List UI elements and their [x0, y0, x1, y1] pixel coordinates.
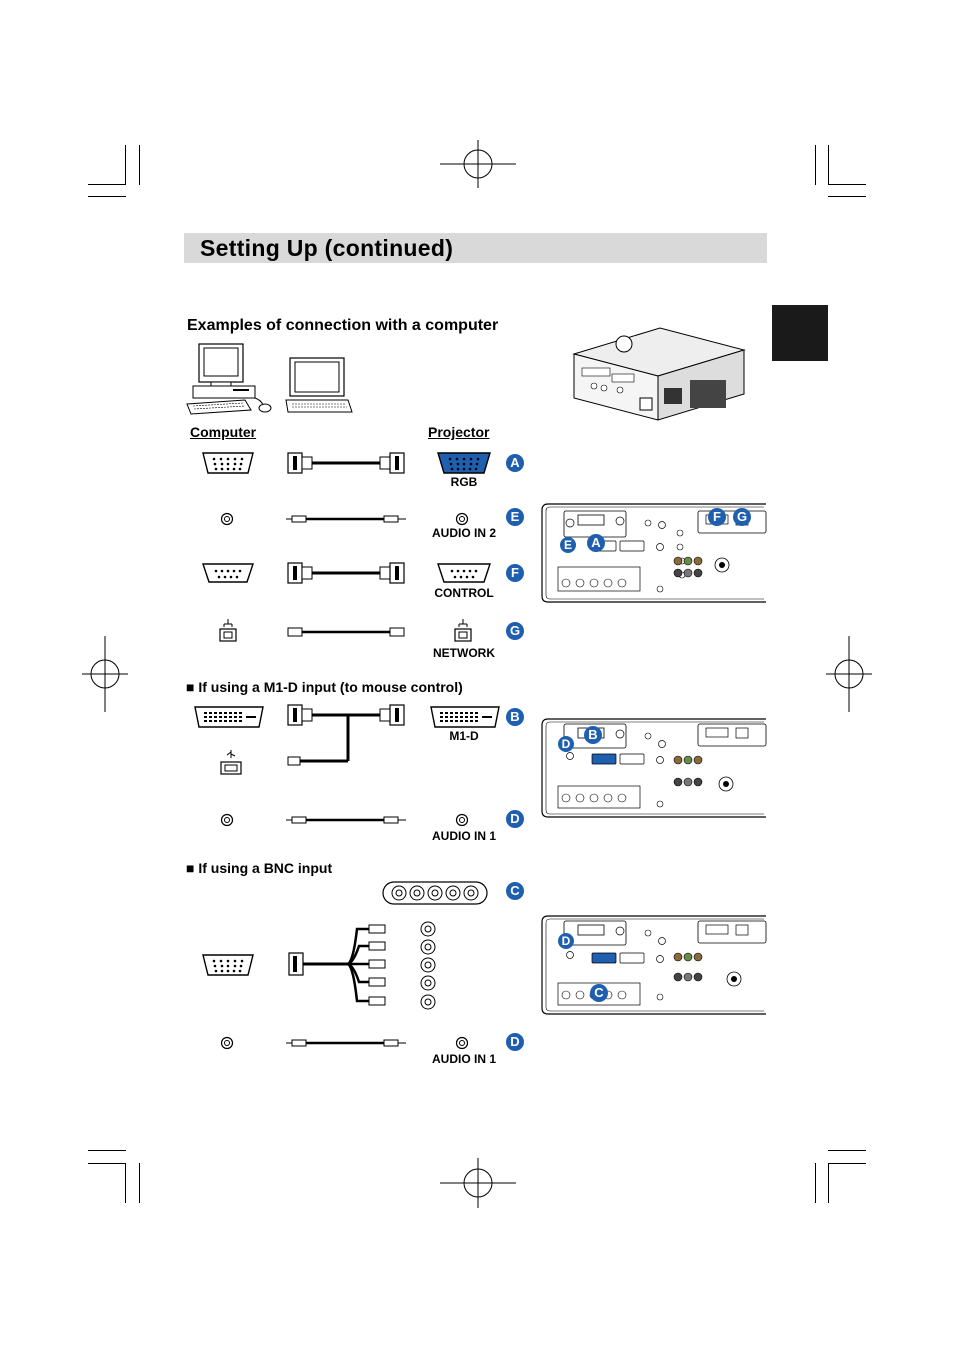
control-cable	[287, 562, 405, 584]
panel1-badge-g: G	[733, 508, 751, 526]
panel3-badge-c: C	[590, 984, 608, 1002]
panel2-badge-d: D	[558, 736, 574, 752]
computer-column-heading: Computer	[190, 424, 257, 440]
subsection-bnc-heading: ■ If using a BNC input	[186, 858, 332, 878]
subsection-m1d-heading: ■ If using a M1-D input (to mouse contro…	[186, 677, 463, 697]
rgb-cable	[287, 452, 405, 474]
audio-in-2-label: AUDIO IN 2	[431, 526, 496, 540]
computer-usb-port-icon	[220, 750, 242, 775]
audio-cable-1b	[286, 1039, 406, 1047]
bullet-square-icon: ■	[186, 679, 195, 695]
computer-network-port-icon	[219, 619, 237, 642]
audio-in-1-label-b: AUDIO IN 1	[431, 1052, 496, 1066]
badge-f: F	[506, 564, 524, 582]
computer-rgb-port-icon-2	[202, 954, 254, 976]
computer-rgb-port-icon	[202, 452, 254, 474]
projector-network-port-icon	[454, 619, 472, 642]
bullet-square-icon-2: ■	[186, 860, 195, 876]
registration-mark-left	[82, 636, 128, 712]
m1d-port-label: M1-D	[449, 729, 479, 743]
page-title: Setting Up (continued)	[200, 235, 454, 261]
projector-audio-jack-icon	[455, 512, 469, 526]
m1d-cable	[287, 704, 405, 766]
projector-control-port-icon	[437, 563, 491, 583]
projector-audio-jack-icon-2	[455, 813, 469, 827]
audio-in-1-label-a: AUDIO IN 1	[431, 829, 496, 843]
computer-dvi-port-icon	[194, 706, 264, 728]
badge-g: G	[506, 622, 524, 640]
panel2-badge-b: B	[584, 726, 602, 744]
panel1-badge-a: A	[587, 534, 605, 552]
bnc-jacks-icon	[420, 921, 436, 1010]
audio-cable-2	[286, 515, 406, 523]
computer-audio-jack-icon	[220, 512, 234, 526]
rear-panel-1	[541, 503, 767, 603]
badge-d-2: D	[506, 1033, 524, 1051]
network-cable	[287, 627, 405, 637]
laptop-computer-illustration	[285, 357, 353, 413]
title-banner: Setting Up (continued)	[184, 233, 767, 263]
projector-column-heading: Projector	[428, 424, 490, 440]
registration-mark-right	[826, 636, 872, 712]
computer-audio-jack-icon-2	[220, 813, 234, 827]
bnc-breakout-cable	[288, 924, 386, 1006]
badge-e: E	[506, 508, 524, 526]
panel1-badge-f: F	[708, 508, 726, 526]
control-port-label: CONTROL	[434, 586, 494, 600]
panel1-badge-e: E	[560, 537, 576, 553]
registration-mark-bottom	[440, 1158, 516, 1208]
projector-dvi-port-icon	[430, 706, 500, 728]
rear-panel-2	[541, 718, 767, 818]
badge-d-1: D	[506, 810, 524, 828]
projector-illustration	[572, 327, 746, 421]
subsection-bnc-text: If using a BNC input	[198, 860, 333, 876]
computer-control-port-icon	[202, 563, 254, 583]
audio-cable-1a	[286, 816, 406, 824]
badge-a: A	[506, 454, 524, 472]
rgb-port-label: RGB	[450, 475, 478, 489]
side-tab	[772, 305, 828, 361]
computer-audio-jack-icon-3	[220, 1036, 234, 1050]
bnc-input-strip	[382, 881, 488, 905]
network-port-label: NETWORK	[433, 646, 495, 660]
section-heading: Examples of connection with a computer	[187, 317, 499, 334]
panel3-badge-d: D	[558, 933, 574, 949]
registration-mark-top	[440, 140, 516, 188]
subsection-m1d-text: If using a M1-D input (to mouse control)	[198, 679, 463, 695]
rear-panel-3	[541, 915, 767, 1015]
projector-rgb-port-icon	[437, 452, 491, 474]
desktop-computer-illustration	[186, 343, 272, 415]
projector-audio-jack-icon-3	[455, 1036, 469, 1050]
badge-c: C	[506, 882, 524, 900]
badge-b: B	[506, 708, 524, 726]
